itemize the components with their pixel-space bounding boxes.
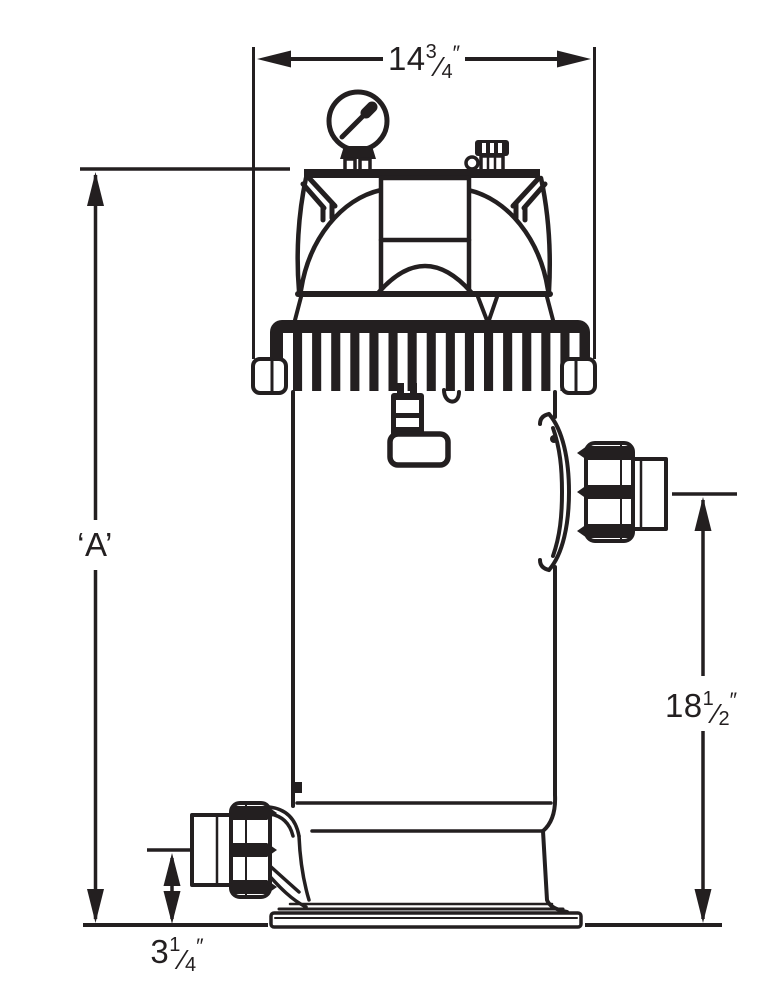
clamp-ear-left — [251, 357, 288, 395]
arrow-up-icon — [87, 172, 104, 206]
lid-lock-tab-left — [300, 176, 338, 223]
gauge-needle-tip — [360, 101, 378, 119]
outlet-nut-ribs — [577, 446, 633, 538]
arrow-up-icon — [163, 853, 181, 886]
outlet-flange-pin — [550, 435, 558, 443]
gauge-needle — [339, 110, 369, 140]
lid-handle — [378, 175, 472, 243]
inlet-port — [190, 801, 308, 909]
arrow-down-icon — [163, 891, 181, 924]
valve-ring — [464, 155, 480, 171]
outlet-height-label: 181⁄2″ — [665, 687, 738, 730]
latch-foot — [387, 431, 451, 468]
latch-prong — [397, 383, 404, 396]
arrow-left-icon — [257, 50, 291, 68]
lid-handle-arch — [376, 263, 474, 295]
lid-handle-sides — [378, 237, 472, 293]
outlet-port — [538, 412, 668, 572]
outlet-height-dimension: 181⁄2″ — [585, 492, 738, 927]
inlet-height-label: 31⁄4″ — [150, 933, 204, 976]
inlet-pipe-stub — [190, 813, 235, 887]
filter-drawing — [190, 89, 668, 929]
arrow-right-icon — [557, 50, 591, 68]
lid-dome-curves — [295, 175, 552, 294]
valve-neck — [479, 154, 505, 173]
clamp-spring-hook — [442, 388, 461, 404]
lid-neck — [293, 295, 555, 325]
clamp-ring — [251, 320, 597, 468]
filter-lid — [293, 169, 555, 325]
inlet-height-dimension: 31⁄4″ — [147, 848, 252, 976]
inlet-nut-ribs — [232, 806, 277, 894]
arrow-up-icon — [694, 497, 712, 531]
inlet-bell — [264, 805, 308, 909]
clamp-latch — [387, 383, 451, 468]
filter-body — [291, 390, 558, 833]
outlet-pipe-stub — [631, 457, 668, 531]
valve-threads — [486, 155, 497, 172]
arrow-down-icon — [87, 889, 104, 923]
overall-height-dimension: ‘A’ — [77, 167, 290, 927]
base-plate — [269, 911, 583, 929]
clamp-band — [270, 320, 590, 391]
air-relief-valve — [464, 140, 509, 173]
filter-base — [269, 829, 583, 929]
pressure-gauge — [326, 89, 390, 174]
latch-window — [396, 418, 419, 427]
clamp-rib-slots — [283, 333, 580, 391]
height-a-label: ‘A’ — [77, 526, 113, 563]
clamp-ear-right — [560, 357, 597, 395]
width-label: 143⁄4″ — [388, 40, 461, 83]
base-right-edge — [541, 829, 569, 914]
lid-lock-tab-right — [510, 176, 548, 223]
body-right-edge — [541, 390, 558, 833]
outlet-flange — [538, 412, 571, 572]
valve-cap-slots — [482, 143, 502, 153]
body-mount-tab — [291, 782, 302, 793]
base-left-edge — [297, 834, 311, 902]
gauge-stem — [340, 146, 376, 159]
lid-top-plate — [304, 169, 540, 178]
latch-prong — [410, 383, 417, 396]
arrow-down-icon — [694, 889, 712, 923]
latch-window — [396, 400, 419, 413]
